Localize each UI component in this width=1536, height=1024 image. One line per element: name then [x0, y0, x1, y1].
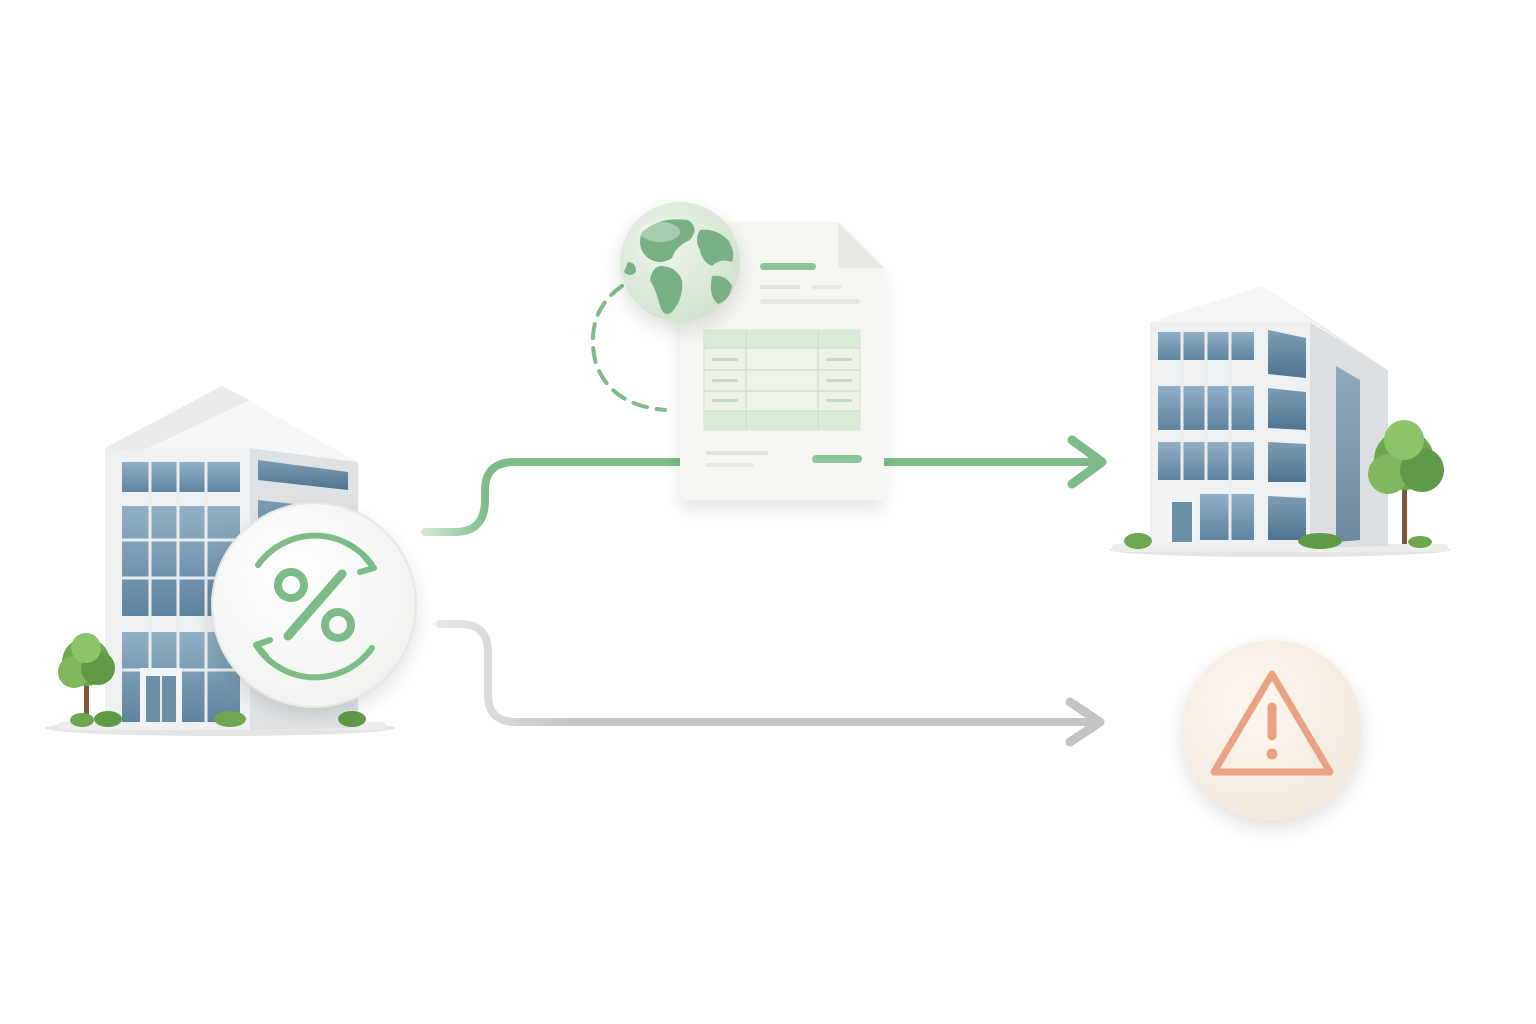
document-table [703, 329, 861, 431]
warning-triangle-icon [1182, 640, 1362, 820]
valid-flow-arrow [421, 435, 1107, 536]
target-building-icon [1110, 286, 1450, 557]
globe-icon [590, 202, 740, 412]
percent-cycle-icon [211, 502, 417, 708]
blocked-flow-arrow [436, 620, 1105, 747]
